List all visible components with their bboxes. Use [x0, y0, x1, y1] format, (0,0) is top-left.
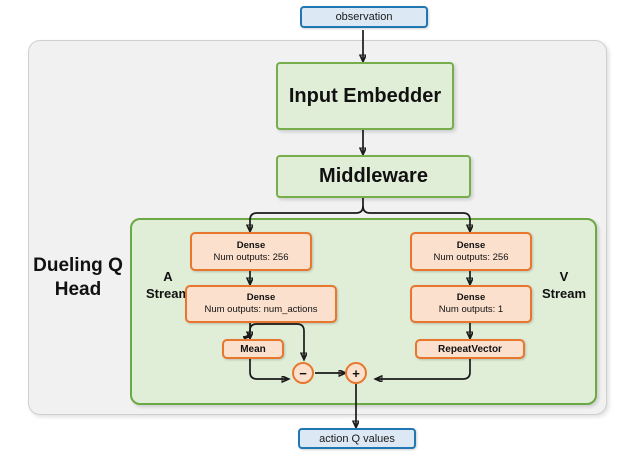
a-dense-2-title: Dense [246, 292, 276, 303]
v-dense-1-detail: Num outputs: 256 [433, 251, 509, 263]
input-node-observation[interactable]: observation [300, 6, 428, 28]
middleware-label: Middleware [319, 165, 428, 187]
node-v-dense-1[interactable]: Dense Num outputs: 256 [410, 232, 532, 271]
v-dense-1-title: Dense [456, 239, 486, 251]
operator-subtract-icon[interactable]: − [292, 362, 314, 384]
a-dense-2-detail: Num outputs: num_actions [204, 304, 318, 315]
v-stream-line1: V [559, 269, 569, 284]
add-symbol: + [352, 365, 360, 381]
node-repeat-vector[interactable]: RepeatVector [415, 339, 525, 359]
output-node-action-q-values[interactable]: action Q values [298, 428, 416, 449]
v-dense-2-title: Dense [456, 292, 486, 303]
a-dense-1-title: Dense [236, 239, 266, 251]
advantage-stream-label: A Stream [140, 268, 196, 302]
repeat-vector-label: RepeatVector [438, 343, 502, 355]
mean-label: Mean [240, 343, 266, 355]
value-stream-label: V Stream [536, 268, 592, 302]
observation-label: observation [335, 11, 393, 23]
block-input-embedder[interactable]: Input Embedder [276, 62, 454, 130]
v-stream-line2: Stream [541, 286, 587, 301]
dueling-q-head-text: Dueling Q Head [33, 255, 123, 300]
a-stream-line2: Stream [145, 286, 191, 301]
operator-add-icon[interactable]: + [345, 362, 367, 384]
block-middleware[interactable]: Middleware [276, 155, 471, 198]
node-v-dense-2[interactable]: Dense Num outputs: 1 [410, 285, 532, 323]
node-a-dense-1[interactable]: Dense Num outputs: 256 [190, 232, 312, 271]
subtract-symbol: − [299, 365, 307, 381]
v-dense-2-detail: Num outputs: 1 [438, 304, 504, 315]
dueling-q-head-label: Dueling Q Head [30, 254, 126, 302]
a-dense-1-detail: Num outputs: 256 [213, 251, 289, 263]
action-q-values-label: action Q values [319, 432, 395, 445]
a-stream-line1: A [163, 269, 173, 284]
node-a-dense-2[interactable]: Dense Num outputs: num_actions [185, 285, 337, 323]
input-embedder-label: Input Embedder [288, 84, 442, 107]
node-mean[interactable]: Mean [222, 339, 284, 359]
